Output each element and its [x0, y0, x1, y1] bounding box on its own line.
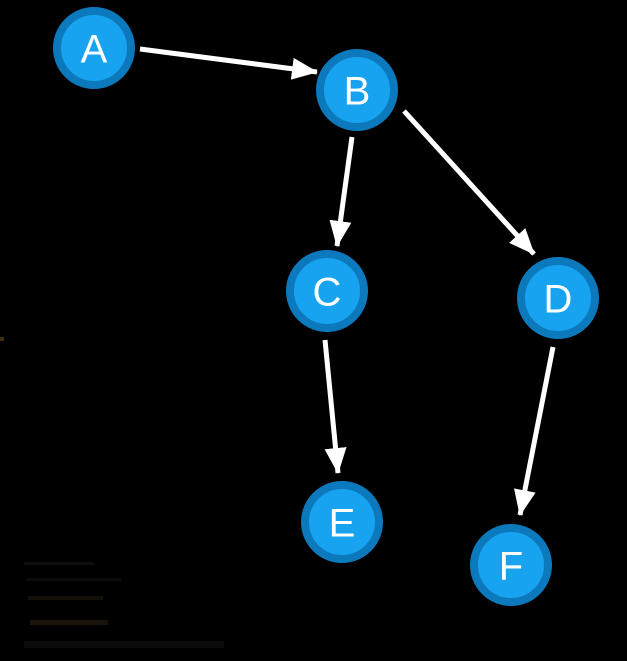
- node-E[interactable]: E: [301, 481, 383, 563]
- node-circle-D[interactable]: [517, 257, 599, 339]
- edge-B-C[interactable]: [329, 136, 355, 247]
- edge-B-D[interactable]: [402, 109, 536, 256]
- edge-C-E[interactable]: [322, 339, 347, 474]
- node-circle-A[interactable]: [53, 7, 135, 89]
- edge-D-F[interactable]: [514, 346, 556, 516]
- edges-layer: [139, 46, 556, 516]
- node-D[interactable]: D: [517, 257, 599, 339]
- node-F[interactable]: F: [470, 524, 552, 606]
- nodes-layer: A B C D E F: [53, 7, 599, 606]
- node-A[interactable]: A: [53, 7, 135, 89]
- node-circle-F[interactable]: [470, 524, 552, 606]
- edge-A-B[interactable]: [139, 46, 318, 80]
- node-C[interactable]: C: [286, 250, 368, 332]
- node-circle-C[interactable]: [286, 250, 368, 332]
- node-circle-B[interactable]: [316, 49, 398, 131]
- node-B[interactable]: B: [316, 49, 398, 131]
- node-circle-E[interactable]: [301, 481, 383, 563]
